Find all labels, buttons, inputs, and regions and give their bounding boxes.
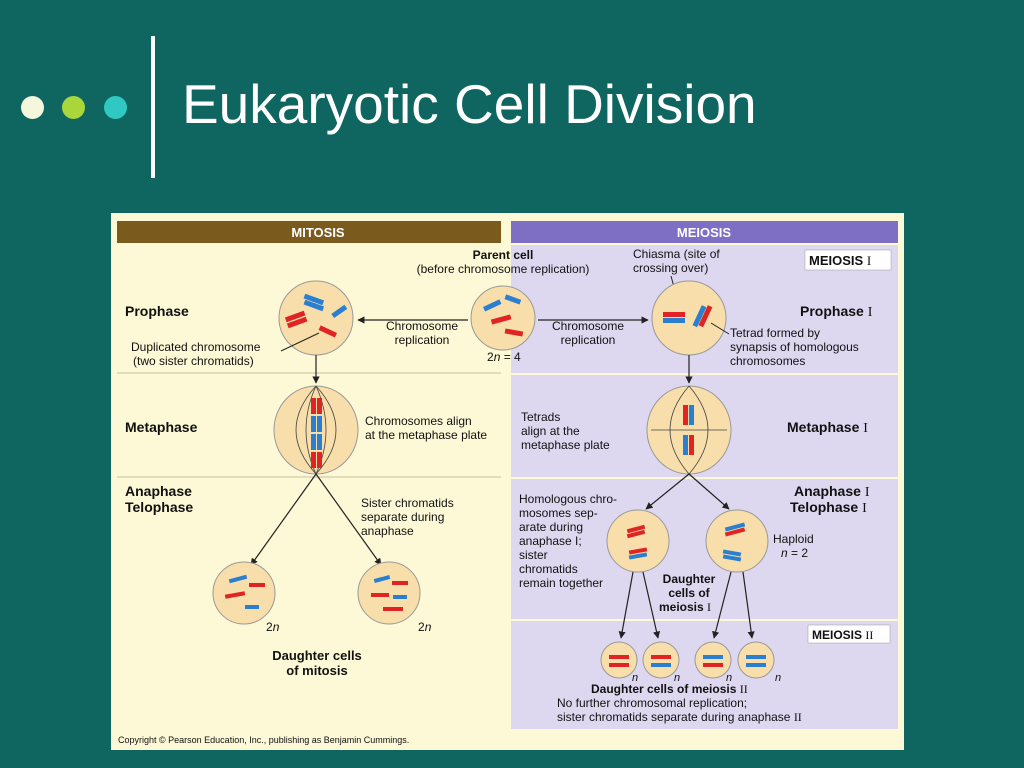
metaphase-one-label: Metaphase I — [787, 419, 868, 436]
meiosis-one-daughter-right — [705, 509, 769, 573]
n-label-4: n — [775, 672, 781, 684]
tetrad-chromosomes — [663, 305, 713, 328]
mitosis-prophase-chromosomes — [284, 293, 348, 338]
meiosis-spindle — [651, 385, 727, 475]
meiosis-header-label: MEIOSIS — [677, 225, 732, 240]
bullet-dot-3 — [104, 96, 127, 119]
meiosis-one-label: MEIOSIS I — [809, 253, 871, 268]
chiasma-line-1: Chiasma (site of — [633, 247, 720, 261]
mitosis-daughter-left-chromosomes — [224, 574, 265, 609]
meiosis-two-arrow-3 — [712, 571, 732, 639]
no-further-line-2: sister chromatids separate during anapha… — [557, 710, 802, 724]
meiosis-two-label: MEIOSIS II — [812, 628, 873, 642]
daughter-meiosis-two-label: Daughter cells of meiosis II — [591, 682, 748, 696]
ploidy-left: 2n — [266, 620, 280, 634]
mitosis-header-label: MITOSIS — [291, 225, 345, 240]
duplicated-pointer — [280, 332, 320, 352]
tetrad-line-1: Tetrad formed by — [730, 326, 820, 340]
homologous-line-5: sister — [519, 548, 548, 562]
homologous-line-4: anaphase I; — [519, 534, 582, 548]
meiosis-arrow-left — [645, 473, 690, 510]
tetrad-line-3: chromosomes — [730, 354, 805, 368]
homologous-line-6: chromatids — [519, 562, 578, 576]
daughter-meiosis-one-line-2: cells of — [668, 586, 710, 600]
sister-line-1: Sister chromatids — [361, 496, 454, 510]
duplicated-line-2: (two sister chromatids) — [133, 354, 254, 368]
parent-cell-note: (before chromosome replication) — [417, 262, 590, 276]
ploidy-right: 2n — [418, 620, 432, 634]
duplicated-line-1: Duplicated chromosome — [131, 340, 261, 354]
tetrads-line-3: metaphase plate — [521, 438, 610, 452]
meiosis-two-daughter-4 — [737, 641, 775, 679]
homologous-line-3: arate during — [519, 520, 583, 534]
meiosis-two-daughter-2 — [642, 641, 680, 679]
prophase-label: Prophase — [125, 303, 189, 319]
meiosis-two-arrow-1 — [618, 571, 634, 639]
mitosis-arrow-left — [250, 473, 317, 566]
mitosis-header-bar — [117, 221, 501, 243]
mitosis-metaphase-chromosomes — [311, 398, 322, 468]
chiasma-line-2: crossing over) — [633, 261, 708, 275]
metaphase-label: Metaphase — [125, 419, 198, 435]
tetrads-line-2: align at the — [521, 424, 580, 438]
tetrad-line-2: synapsis of homologous — [730, 340, 859, 354]
telophase-one-label: Telophase I — [790, 499, 867, 516]
anaphase-label: Anaphase — [125, 483, 192, 499]
daughter-mitosis-line-2: of mitosis — [286, 663, 347, 678]
anaphase-one-label: Anaphase I — [794, 483, 870, 500]
homologous-line-1: Homologous chro- — [519, 492, 617, 506]
tetrad-pointer — [710, 322, 730, 335]
parent-chromosomes — [482, 294, 524, 337]
meiosis-anaphase-panel — [511, 479, 898, 619]
meiosis-metaphase-tetrads — [683, 405, 694, 455]
no-further-line-1: No further chromosomal replication; — [557, 696, 747, 710]
daughter-meiosis-one-line-3: meiosis I — [659, 600, 711, 614]
homologous-line-2: mosomes sep- — [519, 506, 598, 520]
mitosis-daughter-right-chromosomes — [371, 574, 408, 611]
n-label-3: n — [726, 672, 732, 684]
replication-right-2: replication — [561, 333, 616, 347]
haploid-ploidy: n = 2 — [781, 546, 808, 560]
haploid-label: Haploid — [773, 532, 814, 546]
sister-line-3: anaphase — [361, 524, 414, 538]
prophase-one-label: Prophase I — [800, 303, 873, 320]
daughter-mitosis-line-1: Daughter cells — [272, 648, 362, 663]
sister-line-2: separate during — [361, 510, 444, 524]
daughter-meiosis-one-line-1: Daughter — [663, 572, 716, 586]
telophase-label: Telophase — [125, 499, 193, 515]
align-line-1: Chromosomes align — [365, 414, 472, 428]
align-line-2: at the metaphase plate — [365, 428, 487, 442]
bullet-dot-2 — [62, 96, 85, 119]
n-label-1: n — [632, 672, 638, 684]
replication-left-2: replication — [395, 333, 450, 347]
meiosis-one-daughter-left-chromosomes — [626, 524, 648, 560]
meiosis-arrow-right — [688, 473, 730, 510]
n-label-2: n — [674, 672, 680, 684]
meiosis-one-box — [804, 249, 892, 271]
replication-left-1: Chromosome — [386, 319, 458, 333]
parent-cell-label: Parent cell — [473, 248, 534, 262]
slide-title: Eukaryotic Cell Division — [182, 73, 757, 135]
meiosis-two-daughter-1 — [600, 641, 638, 679]
meiosis-one-daughter-right-chromosomes — [722, 522, 746, 562]
cell-division-figure: MITOSIS MEIOSIS MEIOSIS I Parent cell (b… — [111, 213, 904, 750]
meiosis-two-daughter-3 — [694, 641, 732, 679]
replication-right-1: Chromosome — [552, 319, 624, 333]
bullet-dot-1 — [21, 96, 44, 119]
copyright-notice: Copyright © Pearson Education, Inc., pub… — [118, 735, 409, 745]
meiosis-header-bar — [511, 221, 898, 243]
meiosis-two-arrow-2 — [642, 571, 661, 639]
tetrads-line-1: Tetrads — [521, 410, 560, 424]
homologous-line-7: remain together — [519, 576, 603, 590]
meiosis-two-box — [807, 624, 891, 644]
meiosis-one-daughter-left — [606, 509, 670, 573]
mitosis-arrow-right — [315, 473, 382, 566]
parent-ploidy: 2n = 4 — [487, 350, 521, 364]
title-divider — [151, 36, 155, 178]
meiosis-two-arrow-4 — [742, 571, 755, 639]
